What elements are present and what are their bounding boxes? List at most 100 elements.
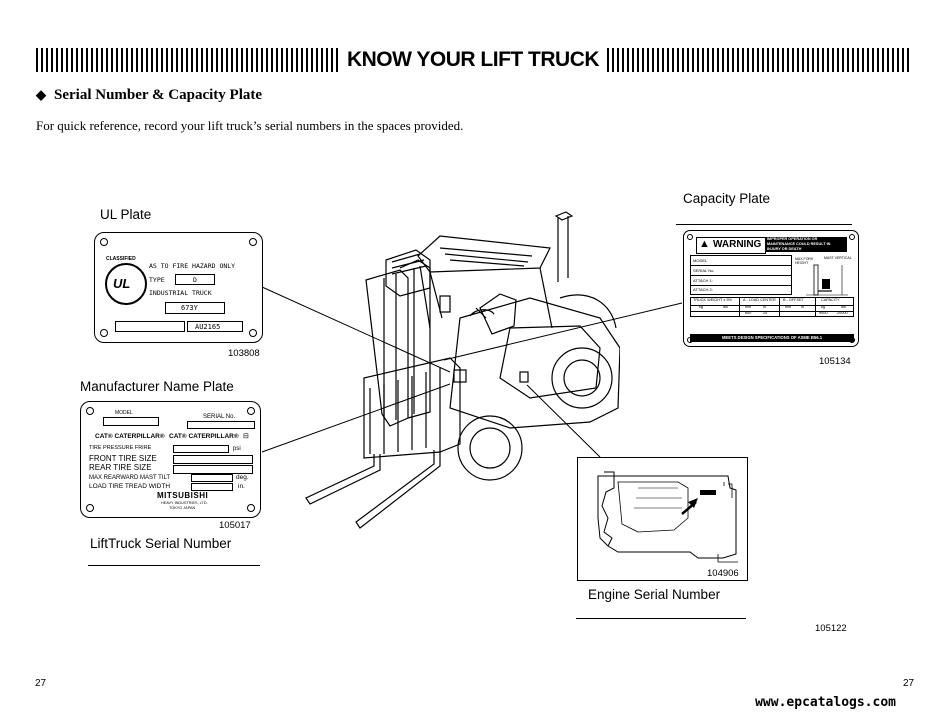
ul-logo-icon: UL CLASSIFIED bbox=[105, 257, 147, 305]
unit-lbs: lbs bbox=[841, 305, 846, 309]
rivet bbox=[687, 234, 693, 240]
ul-line3: INDUSTRIAL TRUCK bbox=[149, 289, 212, 297]
mfr-mast-tilt-box bbox=[191, 474, 233, 482]
mfr-psi: psi bbox=[233, 446, 241, 452]
row-attach1: ATTACH 1: bbox=[693, 278, 713, 283]
warning-badge: ▲ WARNING bbox=[696, 237, 766, 254]
mfr-maker-sub: HEAVY INDUSTRIES, LTD. bbox=[161, 501, 208, 505]
mfr-in: in. bbox=[238, 483, 245, 490]
unit-lbs: lbs bbox=[723, 305, 728, 309]
engine-figure-number: 104906 bbox=[707, 568, 739, 579]
value-capacity-lbs: 20000 bbox=[837, 311, 848, 315]
mfr-tire-pressure: TIRE PRESSURE FRIRE bbox=[89, 445, 152, 451]
mfr-deg: deg. bbox=[236, 474, 249, 481]
mfr-load-tire: LOAD TIRE TREAD WIDTH bbox=[89, 483, 171, 490]
ul-logo-text: UL bbox=[113, 276, 131, 291]
ul-type-label: TYPE bbox=[149, 276, 165, 284]
ul-type-box: D bbox=[175, 274, 215, 285]
ul-logo-classified: CLASSIFIED bbox=[106, 256, 136, 262]
capacity-table: TRUCK WEIGHT ± 5% A - LOAD CENTER B - OF… bbox=[690, 297, 854, 317]
row-serial: SERIAL No. bbox=[693, 268, 715, 273]
ul-serial: AU2165 bbox=[195, 323, 221, 331]
unit-kg: kg bbox=[821, 305, 826, 309]
ul-figure-number: 103808 bbox=[228, 348, 260, 359]
capacity-footer: MEETS DESIGN SPECIFICATIONS OF ASME B56.… bbox=[690, 334, 854, 342]
capacity-plate-label: Capacity Plate bbox=[683, 191, 771, 206]
value-load-center-mm: 600 bbox=[745, 311, 752, 315]
warning-text: WARNING bbox=[713, 239, 762, 250]
mfr-rear-tire-box bbox=[173, 465, 253, 474]
mfr-front-tire: FRONT TIRE SIZE bbox=[89, 454, 157, 463]
page-number-left: 27 bbox=[35, 678, 47, 689]
capacity-plate-rule bbox=[676, 224, 852, 225]
rivet bbox=[100, 329, 108, 337]
ul-code-box: 673Y bbox=[165, 302, 225, 314]
engine-drawing bbox=[597, 471, 738, 563]
rivet bbox=[249, 329, 257, 337]
chapter-header: KNOW YOUR LIFT TRUCK bbox=[36, 46, 910, 74]
mfr-serial-label: SERIAL No. bbox=[203, 414, 236, 420]
rivet bbox=[86, 407, 94, 415]
ul-code: 673Y bbox=[181, 304, 198, 312]
forklift-illustration bbox=[305, 211, 620, 529]
ul-blank-box bbox=[115, 321, 185, 332]
mfr-brand-right: CAT® CATERPILLAR® bbox=[169, 433, 239, 440]
lift-truck-serial-rule bbox=[88, 565, 260, 566]
row-model: MODEL bbox=[693, 258, 708, 263]
overall-figure-number: 105122 bbox=[815, 623, 847, 634]
rivet bbox=[86, 504, 94, 512]
mfr-mast-tilt: MAX REARWARD MAST TILT bbox=[89, 475, 171, 481]
mfr-serial-box bbox=[187, 421, 255, 429]
engine-inset bbox=[577, 457, 748, 581]
ul-type-value: D bbox=[193, 276, 197, 284]
page-number-right: 27 bbox=[903, 678, 915, 689]
watermark: www.epcatalogs.com bbox=[755, 695, 896, 710]
mfr-front-tire-box bbox=[173, 455, 253, 464]
header-load-center: A - LOAD CENTER bbox=[743, 298, 776, 302]
mfr-plate-label: Manufacturer Name Plate bbox=[80, 379, 234, 394]
warning-message: IMPROPER OPERATION OR MAINTENANCE COULD … bbox=[765, 237, 847, 252]
ul-line1: AS TO FIRE HAZARD ONLY bbox=[149, 262, 236, 270]
rivet bbox=[247, 407, 255, 415]
intro-text: For quick reference, record your lift tr… bbox=[36, 118, 464, 133]
ul-plate: UL CLASSIFIED AS TO FIRE HAZARD ONLY TYP… bbox=[94, 232, 263, 343]
ul-plate-label: UL Plate bbox=[100, 207, 152, 222]
header-bars-left bbox=[36, 48, 339, 72]
warning-triangle-icon: ▲ bbox=[699, 238, 710, 250]
lift-truck-serial-label: LiftTruck Serial Number bbox=[90, 536, 232, 551]
header-truck-weight: TRUCK WEIGHT ± 5% bbox=[693, 298, 732, 302]
ul-serial-box: AU2165 bbox=[187, 321, 243, 332]
page-title: KNOW YOUR LIFT TRUCK bbox=[346, 48, 600, 71]
capacity-plate: ▲ WARNING IMPROPER OPERATION OR MAINTENA… bbox=[683, 230, 859, 347]
mast-diagram-icon bbox=[806, 264, 848, 296]
header-offset: B - OFFSET bbox=[783, 298, 804, 302]
capacity-figure-number: 105134 bbox=[819, 356, 851, 367]
capacity-rows: MODEL SERIAL No. ATTACH 1: ATTACH 2: bbox=[690, 255, 792, 295]
rivet bbox=[100, 238, 108, 246]
mfr-checkbox-icon: ⊟ bbox=[243, 433, 249, 440]
engine-serial-label: Engine Serial Number bbox=[588, 587, 721, 602]
mfr-figure-number: 105017 bbox=[219, 520, 251, 531]
mfr-plate: MODEL SERIAL No. CAT® CATERPILLAR® CAT® … bbox=[80, 401, 261, 518]
value-load-center-in: 24 bbox=[763, 311, 768, 315]
row-attach2: ATTACH 2: bbox=[693, 287, 713, 292]
rivet bbox=[247, 504, 255, 512]
mfr-brand-left: CAT® CATERPILLAR® bbox=[95, 433, 165, 440]
rivet bbox=[249, 238, 257, 246]
mfr-model-box bbox=[103, 417, 159, 426]
engine-serial-rule bbox=[576, 618, 746, 619]
section-title: Serial Number & Capacity Plate bbox=[54, 87, 263, 103]
header-capacity: CAPACITY bbox=[821, 298, 840, 302]
unit-in: in bbox=[763, 305, 766, 309]
unit-mm: mm bbox=[745, 305, 752, 309]
diamond-bullet-icon: ◆ bbox=[36, 87, 46, 102]
unit-in: in bbox=[801, 305, 804, 309]
unit-kg: kg bbox=[699, 305, 704, 309]
mfr-model-label: MODEL bbox=[115, 410, 133, 416]
mfr-maker-city: TOKYO JAPAN bbox=[169, 506, 196, 510]
unit-mm: mm bbox=[785, 305, 792, 309]
value-capacity-kg: 9000 bbox=[819, 311, 828, 315]
mfr-rear-tire: REAR TIRE SIZE bbox=[89, 463, 152, 472]
header-bars-right bbox=[607, 48, 910, 72]
section-heading: ◆ Serial Number & Capacity Plate bbox=[36, 87, 262, 104]
